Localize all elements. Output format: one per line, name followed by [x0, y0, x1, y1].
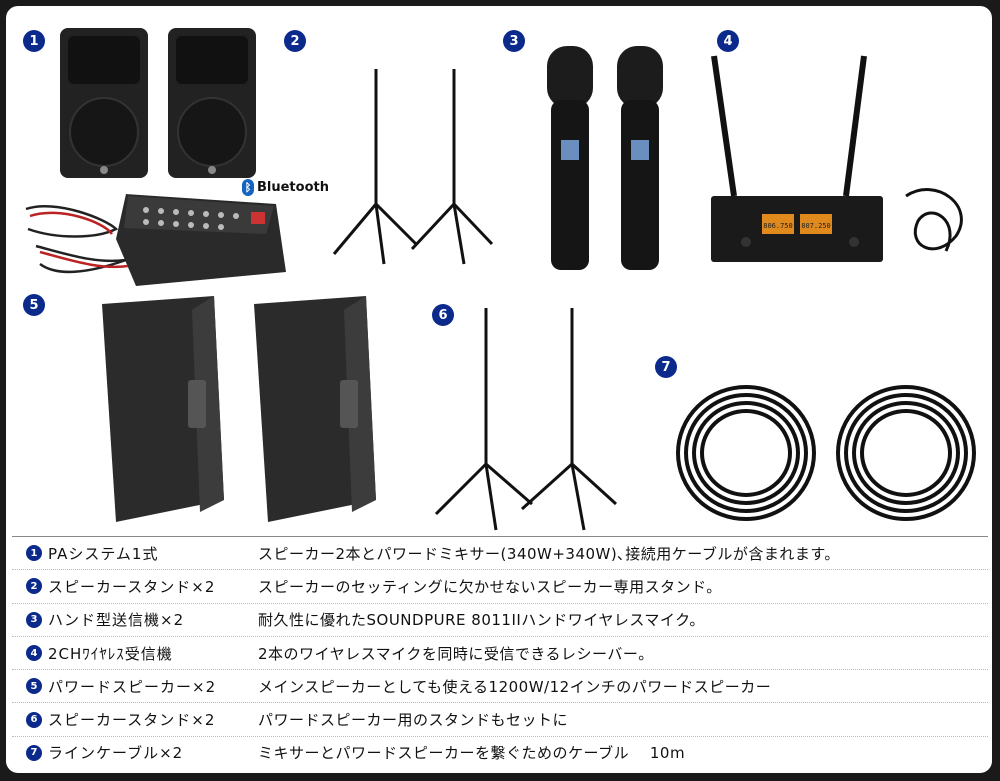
speaker-stands-large-image — [434, 308, 618, 531]
antenna-left — [711, 55, 737, 197]
item-number-badge: 4 — [26, 645, 42, 662]
item-description: スピーカーのセッティングに欠かせないスピーカー専用スタンド。 — [258, 577, 722, 596]
item-number-badge: 1 — [26, 545, 42, 562]
receiver-body — [711, 196, 883, 262]
item-name: パワードスピーカー×2 — [48, 677, 217, 696]
display-b — [800, 214, 832, 234]
list-item: 5 パワードスピーカー×2 メインスピーカーとしても使える1200W/12インチ… — [12, 670, 988, 704]
item-name: ラインケーブル×2 — [48, 744, 184, 763]
stand-large-left — [434, 308, 533, 531]
badge-1: 1 — [23, 30, 45, 52]
pa-system-image — [25, 28, 286, 286]
item-list: 1 PAシステム1式 スピーカー2本とパワードミキサー(340W+340W)､接… — [12, 536, 988, 769]
badge-6: 6 — [432, 304, 454, 326]
powered-speakers-image — [102, 296, 376, 522]
mic-left — [547, 46, 593, 270]
badge-7: 7 — [655, 356, 677, 378]
display-a-text: 806.750 — [763, 222, 793, 230]
cable-coil-right — [836, 385, 976, 521]
item-description: 耐久性に優れたSOUNDPURE 8011IIハンドワイヤレスマイク。 — [258, 611, 705, 630]
list-item: 7 ラインケーブル×2 ミキサーとパワードスピーカーを繋ぐためのケーブル 10m — [12, 737, 988, 769]
item-number-badge: 3 — [26, 611, 42, 628]
item-name: スピーカースタンド×2 — [48, 577, 216, 596]
list-item: 2 スピーカースタンド×2 スピーカーのセッティングに欠かせないスピーカー専用ス… — [12, 570, 988, 604]
speaker-cables — [25, 205, 129, 274]
antenna-right — [843, 55, 867, 197]
badge-5: 5 — [23, 294, 45, 316]
badge-2: 2 — [284, 30, 306, 52]
mic-right — [617, 46, 663, 270]
item-description: パワードスピーカー用のスタンドもセットに — [258, 711, 569, 730]
item-number-badge: 6 — [26, 711, 42, 728]
item-description: スピーカー2本とパワードミキサー(340W+340W)､接続用ケーブルが含まれま… — [258, 544, 840, 563]
wireless-receiver-image: 806.750 807.250 — [711, 55, 963, 262]
item-name: ハンド型送信機×2 — [48, 611, 185, 630]
bluetooth-icon: ᛒ — [242, 179, 254, 196]
item-description: ミキサーとパワードスピーカーを繋ぐためのケーブル 10m — [258, 744, 686, 763]
powered-speaker-right — [254, 296, 376, 522]
bluetooth-label: ᛒ Bluetooth — [242, 179, 329, 196]
stand-left — [332, 69, 418, 265]
line-cables-image — [676, 385, 976, 521]
item-number-badge: 7 — [26, 744, 42, 761]
compact-speaker-right — [168, 28, 256, 178]
list-item: 4 2CHﾜｲﾔﾚｽ受信機 2本のワイヤレスマイクを同時に受信できるレシーバー。 — [12, 637, 988, 671]
list-item: 3 ハンド型送信機×2 耐久性に優れたSOUNDPURE 8011IIハンドワイ… — [12, 604, 988, 637]
powered-speaker-left — [102, 296, 224, 522]
badge-3: 3 — [503, 30, 525, 52]
badge-4: 4 — [717, 30, 739, 52]
list-item: 1 PAシステム1式 スピーカー2本とパワードミキサー(340W+340W)､接… — [12, 537, 988, 571]
speaker-stands-small-image — [332, 69, 494, 265]
bluetooth-text: Bluetooth — [257, 180, 329, 195]
audio-cable — [905, 188, 963, 252]
item-number-badge: 2 — [26, 578, 42, 595]
powered-mixer — [116, 194, 286, 286]
display-b-text: 807.250 — [801, 222, 831, 230]
item-name: スピーカースタンド×2 — [48, 711, 216, 730]
item-description: メインスピーカーとしても使える1200W/12インチのパワードスピーカー — [258, 677, 772, 696]
stand-right — [410, 69, 494, 265]
stand-large-right — [520, 308, 618, 531]
cable-coil-left — [676, 385, 816, 521]
handheld-mics-image — [547, 46, 663, 270]
item-number-badge: 5 — [26, 678, 42, 695]
item-description: 2本のワイヤレスマイクを同時に受信できるレシーバー。 — [258, 644, 654, 663]
item-name: PAシステム1式 — [48, 544, 159, 563]
compact-speaker-left — [60, 28, 148, 178]
list-item: 6 スピーカースタンド×2 パワードスピーカー用のスタンドもセットに — [12, 703, 988, 737]
product-set-panel: 1 2 3 4 5 6 7 — [6, 6, 992, 773]
item-name: 2CHﾜｲﾔﾚｽ受信機 — [48, 644, 173, 663]
display-a — [762, 214, 794, 234]
